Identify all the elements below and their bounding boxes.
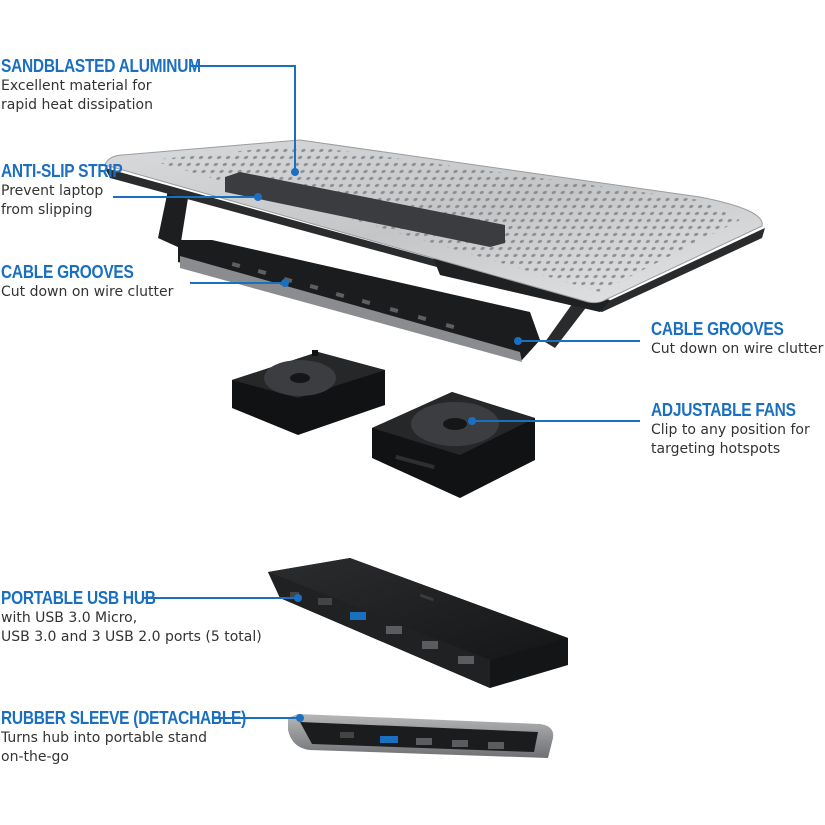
callout-desc-line: Cut down on wire clutter [1,284,174,300]
callout-desc-line: targeting hotspots [651,441,781,457]
hub-ports [290,592,474,664]
callout-desc-line: Prevent laptop [1,183,104,199]
callout-title: SANDBLASTED ALUMINUM [1,56,201,76]
callout-cable-grooves-right: CABLE GROOVES Cut down on wire clutter [651,318,823,359]
callout-title: RUBBER SLEEVE (DETACHABLE) [1,708,247,728]
callout-desc-line: USB 3.0 and 3 USB 2.0 ports (5 total) [1,629,262,645]
callout-title: ANTI-SLIP STRIP [1,161,123,181]
callout-anti-slip-strip: ANTI-SLIP STRIP Prevent laptop from slip… [1,160,142,220]
callout-portable-usb-hub: PORTABLE USB HUB with USB 3.0 Micro, USB… [1,587,262,647]
callout-desc-line: Excellent material for [1,78,152,94]
callout-rubber-sleeve: RUBBER SLEEVE (DETACHABLE) Turns hub int… [1,707,286,767]
stand-right-leg [545,300,588,348]
callout-sandblasted-aluminum: SANDBLASTED ALUMINUM Excellent material … [1,55,233,115]
sleeve-ports [340,732,504,749]
fan-right [372,392,535,498]
callout-cable-grooves-left: CABLE GROOVES Cut down on wire clutter [1,261,173,302]
cable-groove-notches [231,261,455,330]
callout-title: PORTABLE USB HUB [1,588,156,608]
callout-title: ADJUSTABLE FANS [651,400,796,420]
leader-lines [113,65,640,719]
callout-desc-line: on-the-go [1,749,69,765]
cable-bar [178,240,540,360]
leader-dots [254,168,522,722]
callout-title: CABLE GROOVES [1,262,134,282]
stand-rear-leg [158,190,188,248]
callout-desc-line: Turns hub into portable stand [1,730,208,746]
anti-slip-strip [225,172,505,247]
callout-desc-line: rapid heat dissipation [1,97,153,113]
fan-left [232,350,385,435]
callout-desc-line: with USB 3.0 Micro, [1,610,138,626]
rubber-sleeve [288,714,554,758]
callout-desc-line: Cut down on wire clutter [651,341,824,357]
usb-hub [268,558,568,688]
callout-adjustable-fans: ADJUSTABLE FANS Clip to any position for… [651,399,819,459]
callout-desc-line: Clip to any position for [651,422,810,438]
leader-sandblasted [190,65,296,172]
callout-title: CABLE GROOVES [651,319,784,339]
callout-desc-line: from slipping [1,202,93,218]
